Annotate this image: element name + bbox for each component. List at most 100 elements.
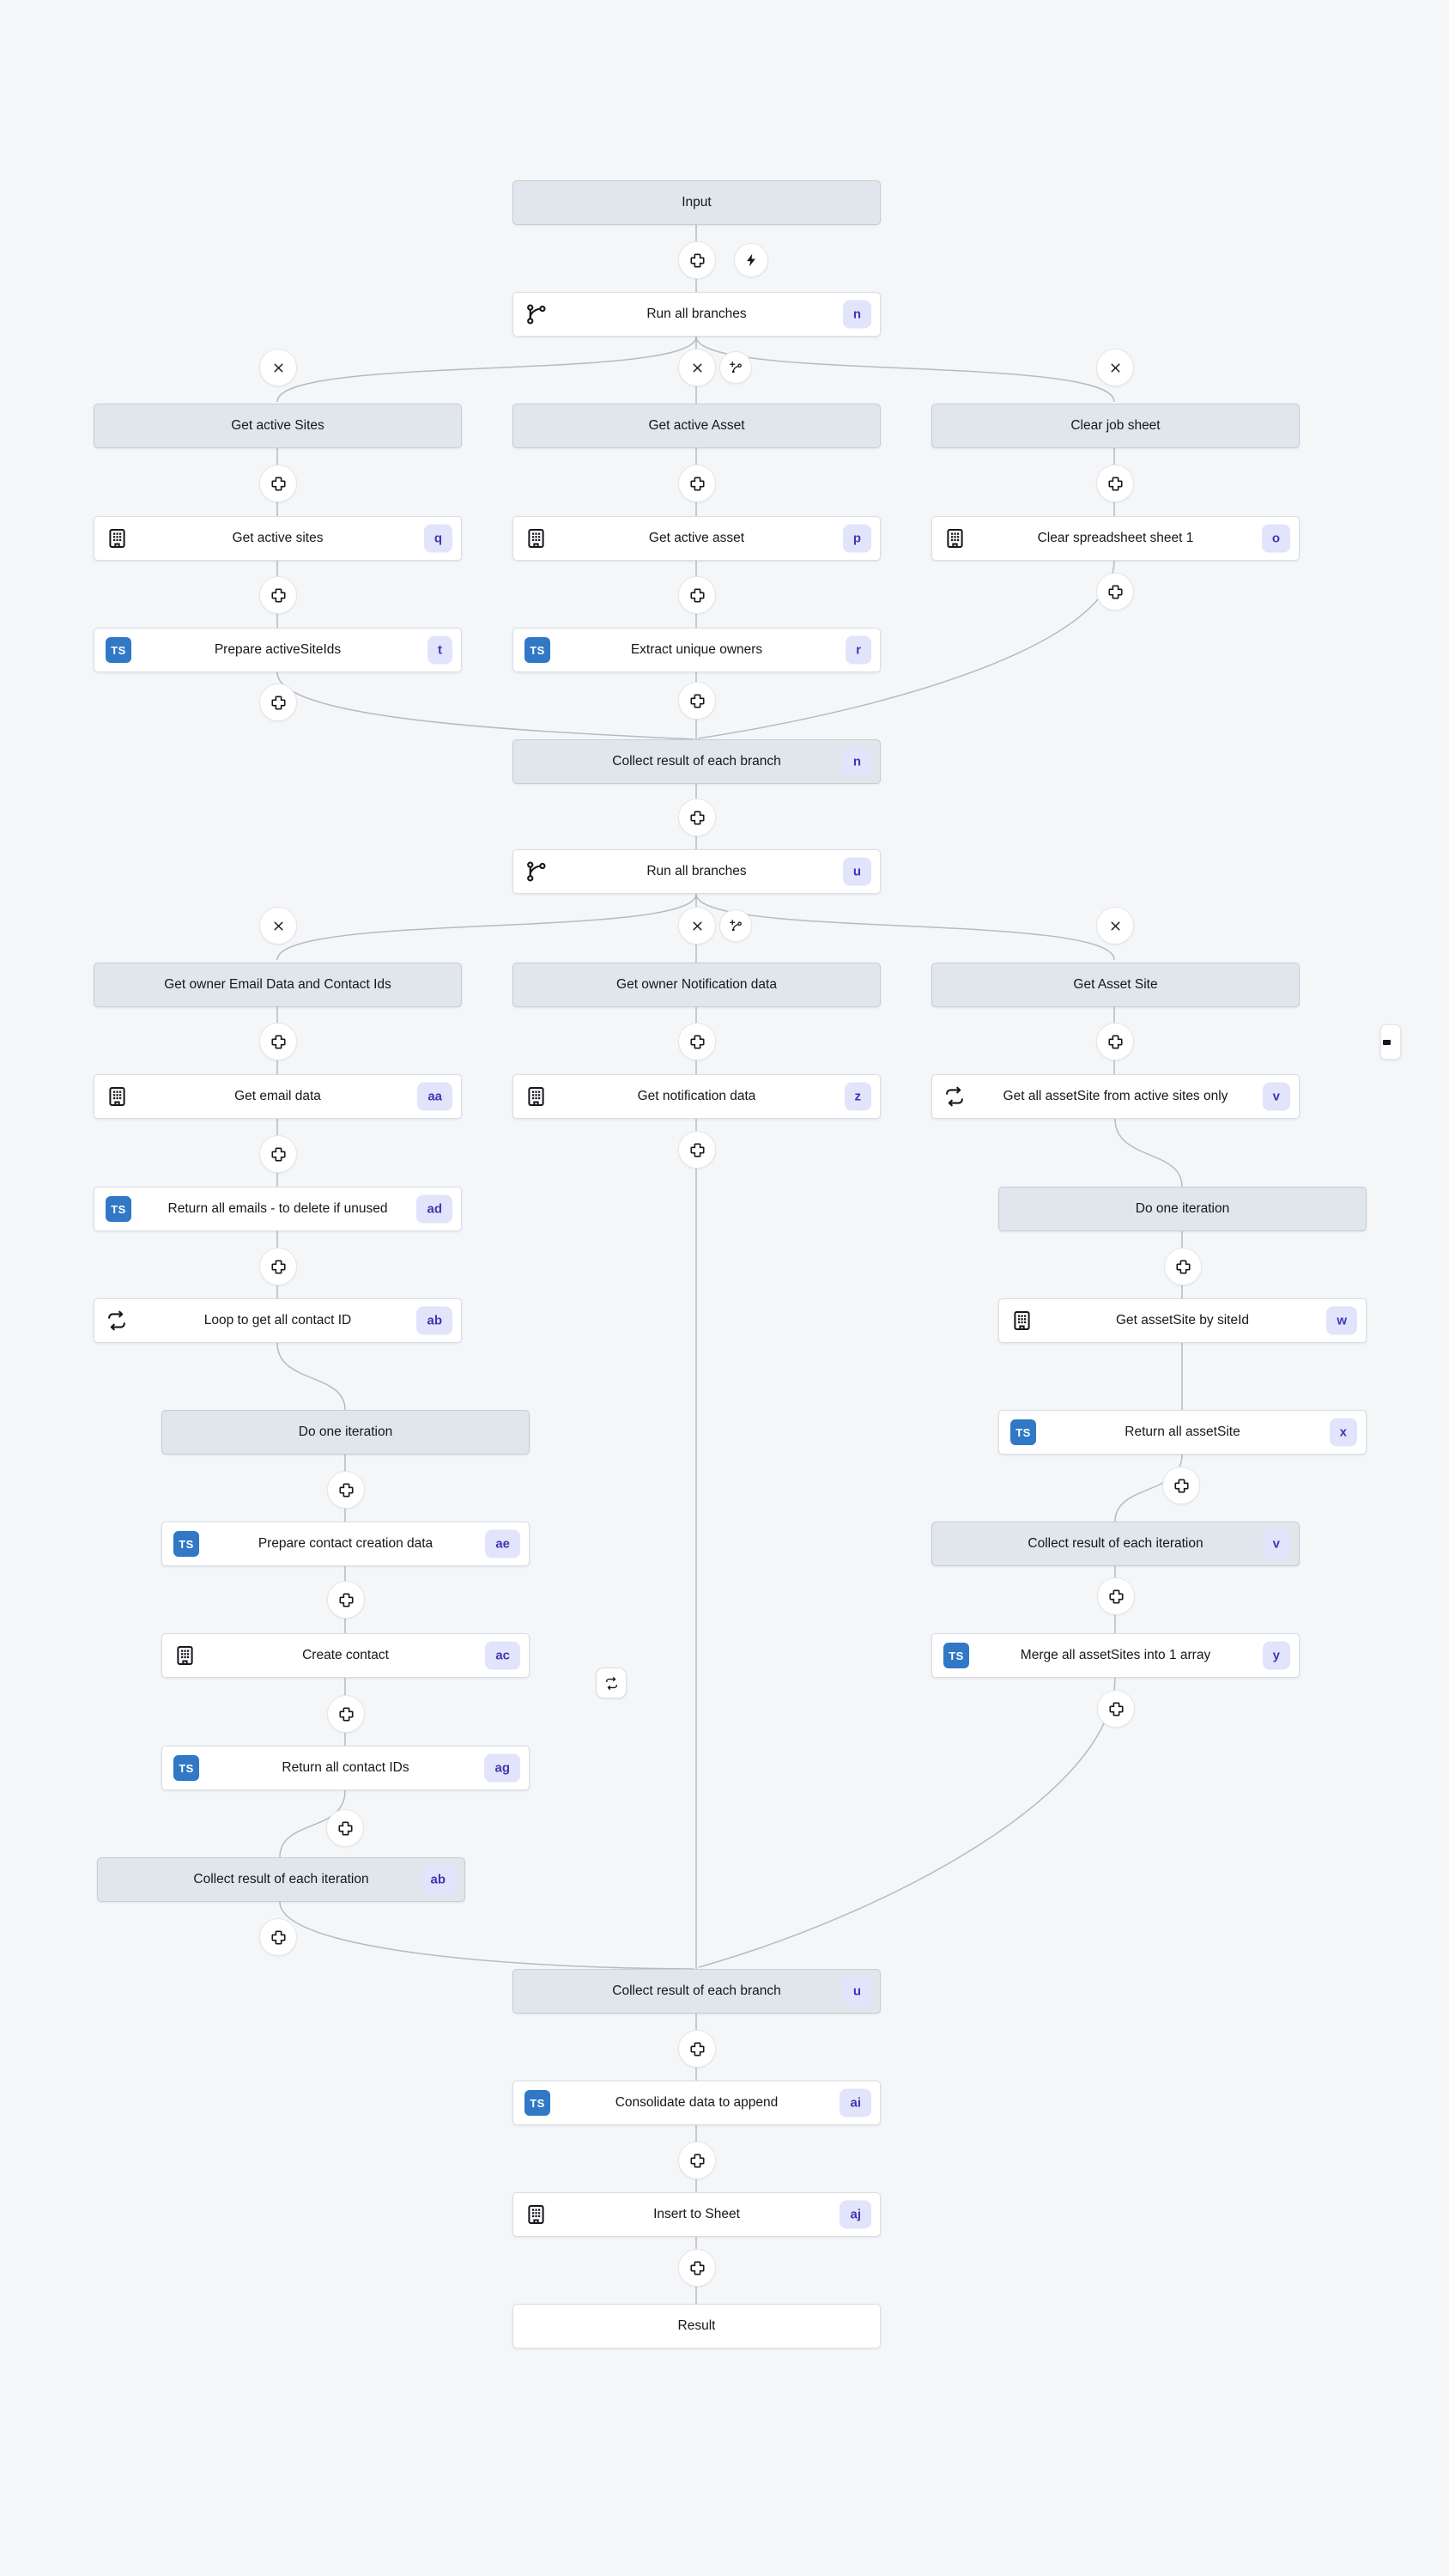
node-label: Return all emails - to delete if unused bbox=[167, 1201, 388, 1216]
add-step-button[interactable] bbox=[1096, 573, 1134, 611]
add-step-button[interactable] bbox=[259, 465, 297, 502]
iteration-header-right[interactable]: Do one iteration bbox=[998, 1187, 1367, 1231]
add-step-button[interactable] bbox=[678, 241, 716, 279]
loop-indicator-button[interactable] bbox=[596, 1668, 627, 1698]
node-label: Run all branches bbox=[646, 307, 747, 321]
add-step-button[interactable] bbox=[678, 1023, 716, 1060]
node-label: Get active sites bbox=[232, 531, 324, 545]
node-label: Input bbox=[682, 195, 712, 210]
node-get-email-data[interactable]: Get email data aa bbox=[94, 1074, 462, 1119]
node-run-all-branches-1[interactable]: Run all branches n bbox=[512, 292, 881, 337]
branch-header-get-active-sites[interactable]: Get active Sites bbox=[94, 404, 462, 448]
node-create-contact[interactable]: Create contact ac bbox=[161, 1633, 627, 1698]
node-collect-result-branch-1[interactable]: Collect result of each branch n bbox=[512, 739, 881, 784]
node-prepare-activesiteids[interactable]: TS Prepare activeSiteIds t bbox=[94, 628, 462, 672]
add-step-button[interactable] bbox=[1097, 1690, 1135, 1728]
add-branch-button[interactable] bbox=[719, 351, 752, 384]
add-step-button[interactable] bbox=[1164, 1248, 1202, 1285]
node-input[interactable]: Input bbox=[512, 180, 881, 225]
add-step-button[interactable] bbox=[678, 2142, 716, 2179]
add-step-button[interactable] bbox=[678, 1131, 716, 1169]
node-label: Get email data bbox=[234, 1089, 321, 1103]
node-collect-result-iteration-right[interactable]: Collect result of each iteration v bbox=[931, 1522, 1300, 1566]
add-step-button[interactable] bbox=[259, 576, 297, 614]
add-step-button[interactable] bbox=[259, 1918, 297, 1956]
add-step-button[interactable] bbox=[1162, 1467, 1200, 1504]
node-return-all-assetsite[interactable]: TS Return all assetSite x bbox=[998, 1410, 1367, 1455]
node-collect-result-iteration-left[interactable]: Collect result of each iteration ab bbox=[97, 1857, 465, 1902]
node-run-all-branches-2[interactable]: Run all branches u bbox=[512, 849, 881, 894]
node-get-all-assetsite[interactable]: Get all assetSite from active sites only… bbox=[931, 1074, 1300, 1119]
node-label: Prepare activeSiteIds bbox=[214, 642, 342, 657]
add-step-button[interactable] bbox=[327, 1581, 365, 1619]
typescript-icon: TS bbox=[106, 1196, 131, 1222]
add-step-button[interactable] bbox=[678, 2249, 716, 2287]
node-label: Get all assetSite from active sites only bbox=[1003, 1089, 1228, 1103]
canvas-side-control[interactable] bbox=[1380, 1024, 1401, 1060]
delete-branch-button[interactable] bbox=[259, 349, 297, 386]
typescript-icon: TS bbox=[524, 637, 550, 663]
node-label: Consolidate data to append bbox=[615, 2095, 779, 2110]
branch-header-owner-email[interactable]: Get owner Email Data and Contact Ids bbox=[94, 963, 462, 1007]
add-branch-button[interactable] bbox=[719, 909, 752, 942]
node-id-badge: o bbox=[1261, 524, 1290, 553]
add-step-button[interactable] bbox=[1096, 465, 1134, 502]
delete-branch-button[interactable] bbox=[259, 907, 297, 945]
node-result[interactable]: Result bbox=[512, 2304, 881, 2348]
node-label: Merge all assetSites into 1 array bbox=[1020, 1648, 1211, 1662]
node-get-active-sites[interactable]: Get active sites q bbox=[94, 516, 462, 561]
add-step-button[interactable] bbox=[678, 799, 716, 836]
node-id-badge: x bbox=[1329, 1418, 1357, 1447]
node-loop-to-get-contact-id[interactable]: Loop to get all contact ID ab bbox=[94, 1298, 462, 1343]
building-icon bbox=[524, 1085, 548, 1109]
branch-header-owner-notification[interactable]: Get owner Notification data bbox=[512, 963, 881, 1007]
bolt-trigger-button[interactable] bbox=[734, 243, 768, 277]
iteration-header-left[interactable]: Do one iteration bbox=[161, 1410, 530, 1455]
add-step-button[interactable] bbox=[1097, 1577, 1135, 1615]
delete-branch-button[interactable] bbox=[1096, 907, 1134, 945]
typescript-icon: TS bbox=[106, 637, 131, 663]
node-return-all-contact-ids[interactable]: TS Return all contact IDs ag bbox=[161, 1746, 530, 1790]
node-id-badge: aa bbox=[417, 1082, 452, 1111]
branch-header-clear-job-sheet[interactable]: Clear job sheet bbox=[931, 404, 1300, 448]
node-extract-unique-owners[interactable]: TS Extract unique owners r bbox=[512, 628, 881, 672]
node-insert-to-sheet[interactable]: Insert to Sheet aj bbox=[512, 2192, 881, 2237]
add-step-button[interactable] bbox=[259, 1248, 297, 1285]
node-label: Extract unique owners bbox=[630, 642, 763, 657]
typescript-icon: TS bbox=[173, 1755, 199, 1781]
add-step-button[interactable] bbox=[678, 465, 716, 502]
node-get-active-asset[interactable]: Get active asset p bbox=[512, 516, 881, 561]
add-step-button[interactable] bbox=[259, 1023, 297, 1060]
node-get-assetsite-by-siteid[interactable]: Get assetSite by siteId w bbox=[998, 1298, 1367, 1343]
delete-branch-button[interactable] bbox=[678, 349, 716, 386]
node-get-notification-data[interactable]: Get notification data z bbox=[512, 1074, 881, 1119]
node-consolidate-data[interactable]: TS Consolidate data to append ai bbox=[512, 2081, 881, 2125]
node-return-all-emails[interactable]: TS Return all emails - to delete if unus… bbox=[94, 1187, 462, 1231]
node-merge-assetsites[interactable]: TS Merge all assetSites into 1 array y bbox=[931, 1633, 1300, 1678]
node-id-badge: ag bbox=[484, 1753, 520, 1783]
add-step-button[interactable] bbox=[327, 1695, 365, 1733]
delete-branch-button[interactable] bbox=[678, 907, 716, 945]
add-step-button[interactable] bbox=[678, 682, 716, 720]
add-step-button[interactable] bbox=[259, 1135, 297, 1173]
node-label: Do one iteration bbox=[1135, 1201, 1230, 1216]
add-step-button[interactable] bbox=[1096, 1023, 1134, 1060]
add-step-button[interactable] bbox=[259, 683, 297, 721]
node-id-badge: y bbox=[1262, 1641, 1290, 1670]
node-prepare-contact-creation[interactable]: TS Prepare contact creation data ae bbox=[161, 1522, 530, 1566]
add-step-button[interactable] bbox=[327, 1471, 365, 1509]
branch-header-get-asset-site[interactable]: Get Asset Site bbox=[931, 963, 1300, 1007]
add-step-button[interactable] bbox=[678, 2030, 716, 2068]
add-step-button[interactable] bbox=[678, 576, 716, 614]
node-collect-result-branch-2[interactable]: Collect result of each branch u bbox=[512, 1969, 881, 2014]
delete-branch-button[interactable] bbox=[1096, 349, 1134, 386]
loop-icon bbox=[106, 1309, 128, 1332]
node-clear-spreadsheet-sheet-1[interactable]: Clear spreadsheet sheet 1 o bbox=[931, 516, 1300, 561]
node-id-badge: v bbox=[1262, 1529, 1290, 1558]
node-id-badge: q bbox=[423, 524, 452, 553]
node-id-badge: ae bbox=[485, 1529, 520, 1558]
add-step-button[interactable] bbox=[326, 1809, 364, 1847]
node-id-badge: ad bbox=[416, 1194, 452, 1224]
branch-header-get-active-asset[interactable]: Get active Asset bbox=[512, 404, 881, 448]
